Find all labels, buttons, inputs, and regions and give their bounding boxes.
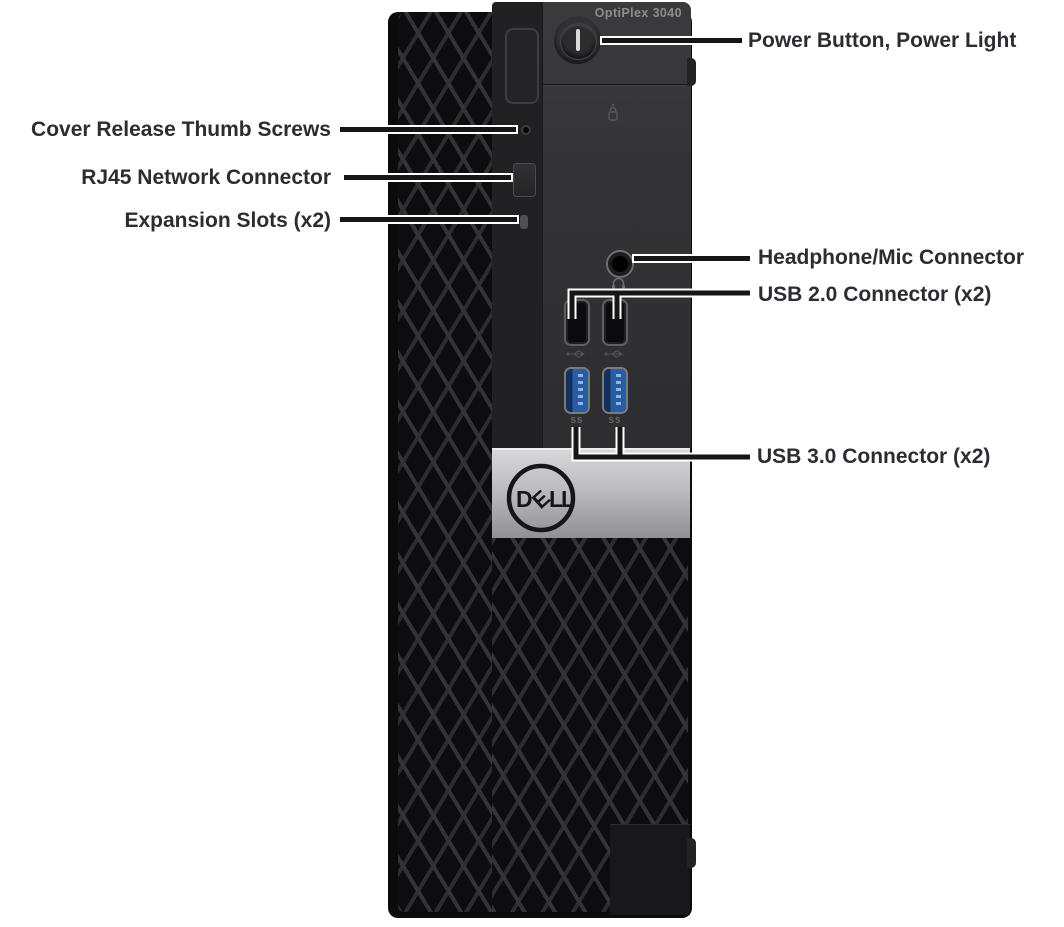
headphone-mic-jack — [606, 250, 634, 278]
optical-eject-button — [513, 163, 536, 197]
callout-bracket-usb3 — [571, 427, 750, 462]
usb-icon — [604, 350, 623, 358]
bottom-badge-area — [610, 824, 690, 915]
panel-seam — [543, 84, 690, 85]
callout-label-expansion: Expansion Slots (x2) — [124, 209, 331, 232]
callout-label-cover-release: Cover Release Thumb Screws — [31, 118, 331, 141]
callout-line-power — [602, 38, 742, 43]
dell-logo-panel — [492, 448, 690, 538]
model-label: OptiPlex 3040 — [594, 6, 682, 20]
hdd-activity-light-icon — [608, 103, 618, 121]
callout-label-rj45: RJ45 Network Connector — [81, 166, 331, 189]
dell-logo: D E L L — [506, 463, 576, 533]
usb3-port — [566, 369, 588, 412]
side-tab-bottom — [687, 838, 696, 868]
dell-letter-l: L — [561, 486, 575, 512]
usb-icon — [566, 350, 585, 358]
usb-ss-icon: SS — [608, 416, 622, 425]
usb3-port — [604, 369, 626, 412]
headphone-icon — [612, 277, 625, 289]
power-light-bar — [576, 29, 580, 51]
callout-line-expansion — [340, 217, 517, 222]
callout-line-rj45 — [344, 175, 511, 180]
callout-line-cover-release — [340, 127, 516, 132]
optical-activity-led — [520, 215, 528, 229]
callout-label-usb2: USB 2.0 Connector (x2) — [758, 283, 992, 306]
emergency-eject-pinhole — [523, 127, 529, 133]
callout-line-headphone — [634, 256, 750, 261]
usb-ss-icon: SS — [570, 416, 584, 425]
dell-letter-l: L — [549, 486, 563, 512]
optical-drive-bezel — [505, 28, 539, 104]
callout-label-headphone: Headphone/Mic Connector — [758, 246, 1025, 269]
callout-label-usb3: USB 3.0 Connector (x2) — [757, 445, 991, 468]
side-tab-top — [687, 58, 696, 86]
front-mesh-grille — [398, 12, 492, 912]
callout-label-power: Power Button, Power Light — [748, 29, 1017, 52]
callout-bracket-usb2 — [567, 288, 750, 319]
dell-letter-d: D — [516, 486, 533, 512]
